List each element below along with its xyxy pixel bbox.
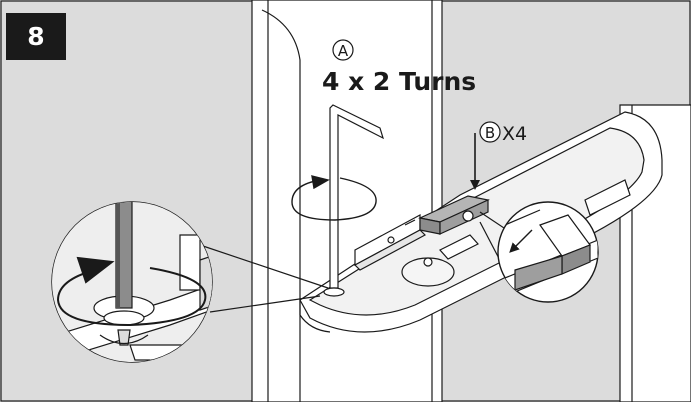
step-badge-bg	[6, 13, 66, 60]
mounting-rail	[354, 213, 426, 271]
bracket-part	[401, 234, 479, 287]
step-number: 8	[6, 13, 66, 60]
zoom-rotation-arrow	[56, 256, 207, 327]
rotation-arrow	[291, 175, 377, 221]
zoom-detail-screw	[51, 201, 213, 363]
frame-column	[251, 0, 443, 402]
allen-key	[323, 104, 384, 297]
part-a-callout: A	[332, 39, 354, 61]
turns-label: 4 x 2 Turns	[322, 67, 476, 96]
slot-channel	[584, 179, 631, 216]
zoom-detail-block	[497, 201, 599, 303]
part-b-quantity: X4	[502, 123, 527, 145]
zoom-leader-lines	[199, 244, 329, 313]
part-a-label: A	[338, 42, 349, 60]
part-b-label: B	[485, 124, 495, 142]
step-number-text: 8	[27, 22, 45, 51]
part-b-callout: B X4	[479, 121, 527, 145]
block-b	[418, 195, 490, 235]
